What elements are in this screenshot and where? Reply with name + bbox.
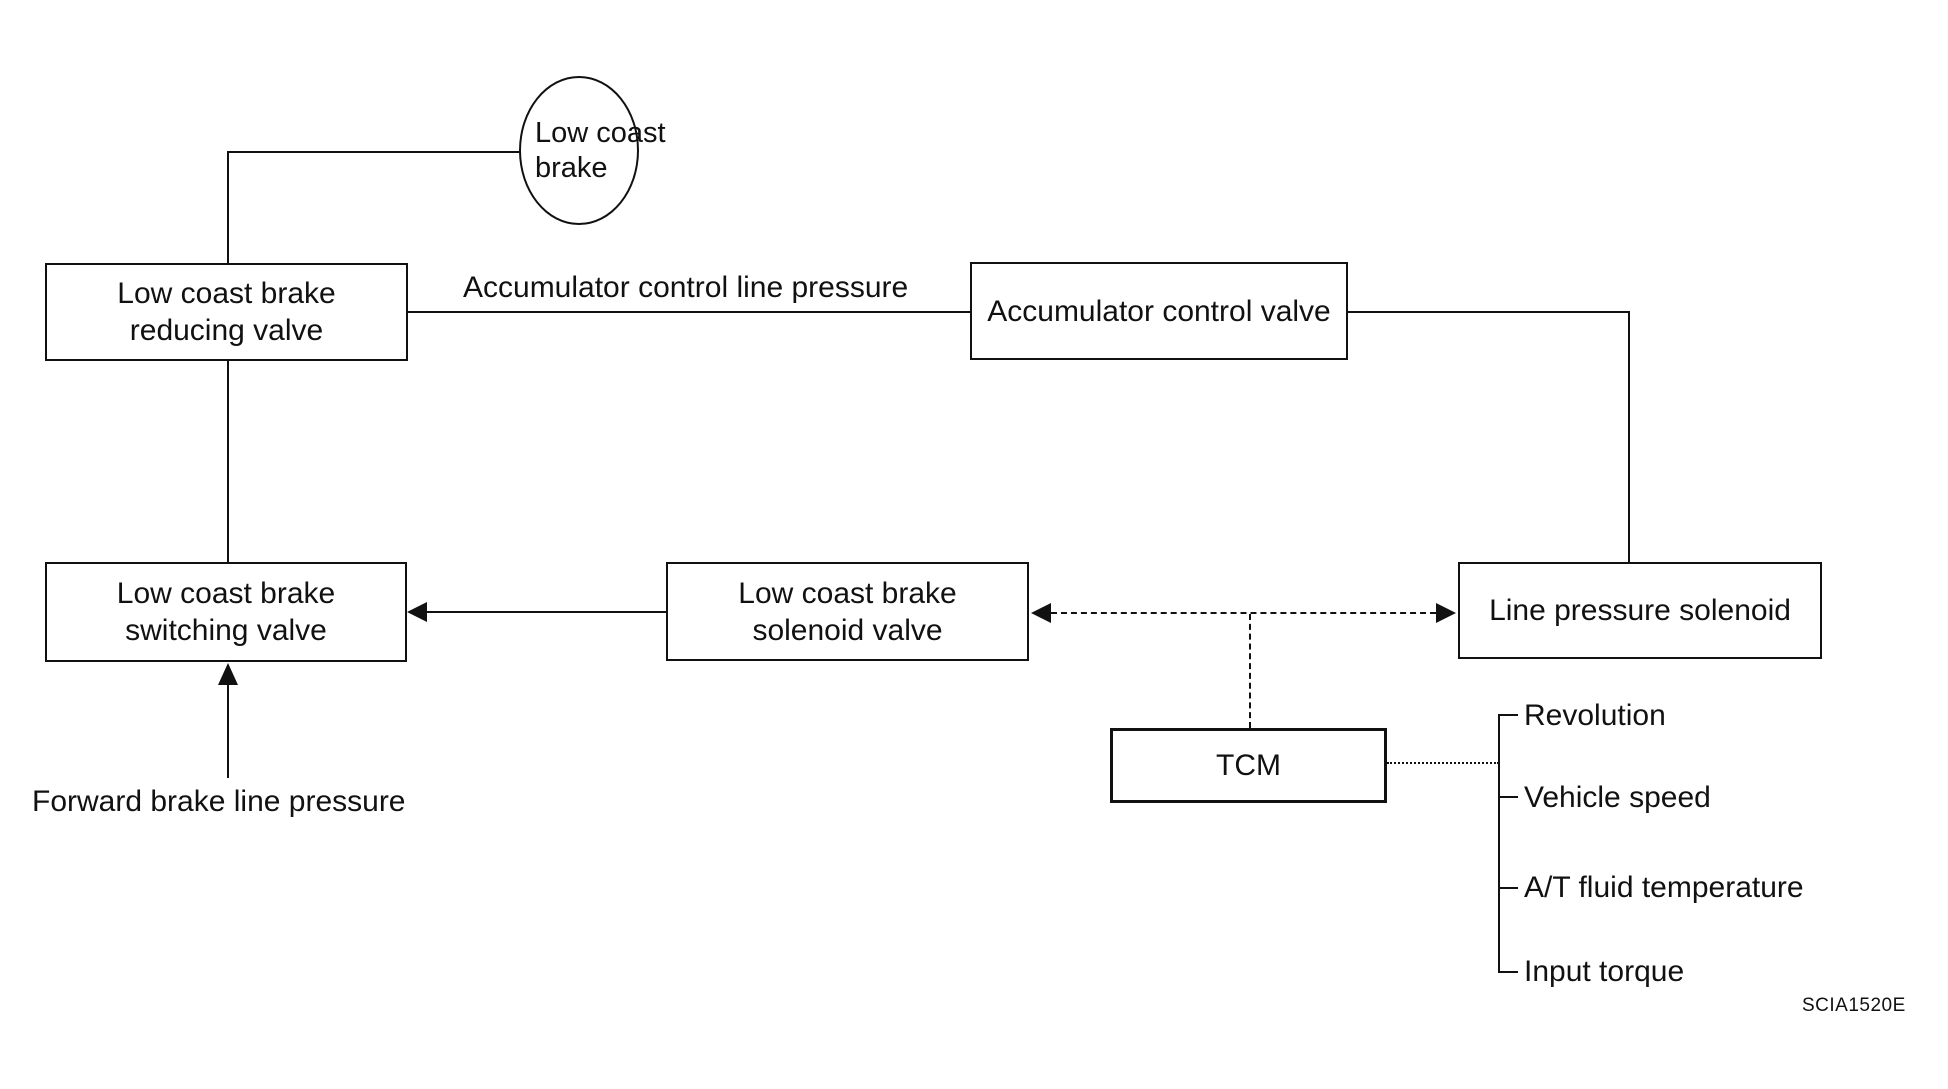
connector-tcm-dashed-horizontal	[1051, 612, 1436, 614]
connector-circle-horizontal	[228, 151, 520, 153]
connector-accumulator-line	[408, 311, 970, 313]
node-switching-valve-line1: Low coast brake	[116, 577, 336, 610]
tcm-input-label-fluid-temperature: A/T fluid temperature	[1524, 871, 1804, 904]
figure-reference-code: SCIA1520E	[1802, 995, 1906, 1016]
arrowhead-forward-brake	[218, 663, 238, 685]
tcm-input-label-revolution: Revolution	[1524, 699, 1666, 732]
tick-revolution	[1498, 714, 1518, 716]
node-solenoid-valve: Low coast brake solenoid valve	[666, 562, 1029, 661]
tcm-input-label-input-torque: Input torque	[1524, 955, 1685, 988]
arrowhead-dashed-right	[1436, 603, 1456, 623]
connector-forward-brake	[227, 685, 229, 778]
node-accumulator-control-valve-label: Accumulator control valve	[987, 294, 1331, 328]
connector-accumulator-to-solenoid-horizontal	[1348, 311, 1630, 313]
node-reducing-valve-line1: Low coast brake	[117, 277, 336, 310]
arrowhead-dashed-left	[1031, 603, 1051, 623]
connector-tcm-to-inputs	[1387, 762, 1499, 764]
node-low-coast-brake-line1: Low coast	[535, 116, 666, 149]
connector-accumulator-to-solenoid-vertical	[1628, 311, 1630, 562]
node-line-pressure-solenoid: Line pressure solenoid	[1458, 562, 1822, 659]
node-switching-valve: Low coast brake switching valve	[45, 562, 407, 662]
node-solenoid-valve-line1: Low coast brake	[738, 576, 957, 610]
node-tcm: TCM	[1110, 728, 1387, 803]
tcm-input-label-vehicle-speed: Vehicle speed	[1524, 781, 1711, 814]
label-forward-brake-line-pressure: Forward brake line pressure	[32, 785, 406, 818]
connector-tcm-dashed-vertical	[1249, 614, 1251, 728]
node-reducing-valve-line2: reducing valve	[129, 314, 324, 347]
tick-fluid-temperature	[1498, 887, 1518, 889]
tick-vehicle-speed	[1498, 796, 1518, 798]
node-low-coast-brake: Low coast brake	[519, 76, 666, 225]
node-line-pressure-solenoid-label: Line pressure solenoid	[1489, 594, 1791, 627]
node-solenoid-valve-line2: solenoid valve	[752, 613, 943, 647]
node-low-coast-brake-line2: brake	[535, 151, 608, 184]
tick-input-torque	[1498, 971, 1518, 973]
label-accumulator-control-line-pressure: Accumulator control line pressure	[463, 271, 909, 304]
connector-circle-vertical	[227, 151, 229, 263]
node-reducing-valve: Low coast brake reducing valve	[45, 263, 408, 361]
node-accumulator-control-valve: Accumulator control valve	[970, 262, 1348, 360]
node-switching-valve-line2: switching valve	[125, 614, 327, 647]
connector-reducing-to-switching	[227, 361, 229, 562]
connector-solenoid-to-switching	[427, 611, 666, 613]
tcm-inputs-bracket	[1498, 714, 1500, 973]
node-tcm-label: TCM	[1216, 749, 1281, 782]
arrowhead-solenoid-to-switching	[407, 602, 427, 622]
